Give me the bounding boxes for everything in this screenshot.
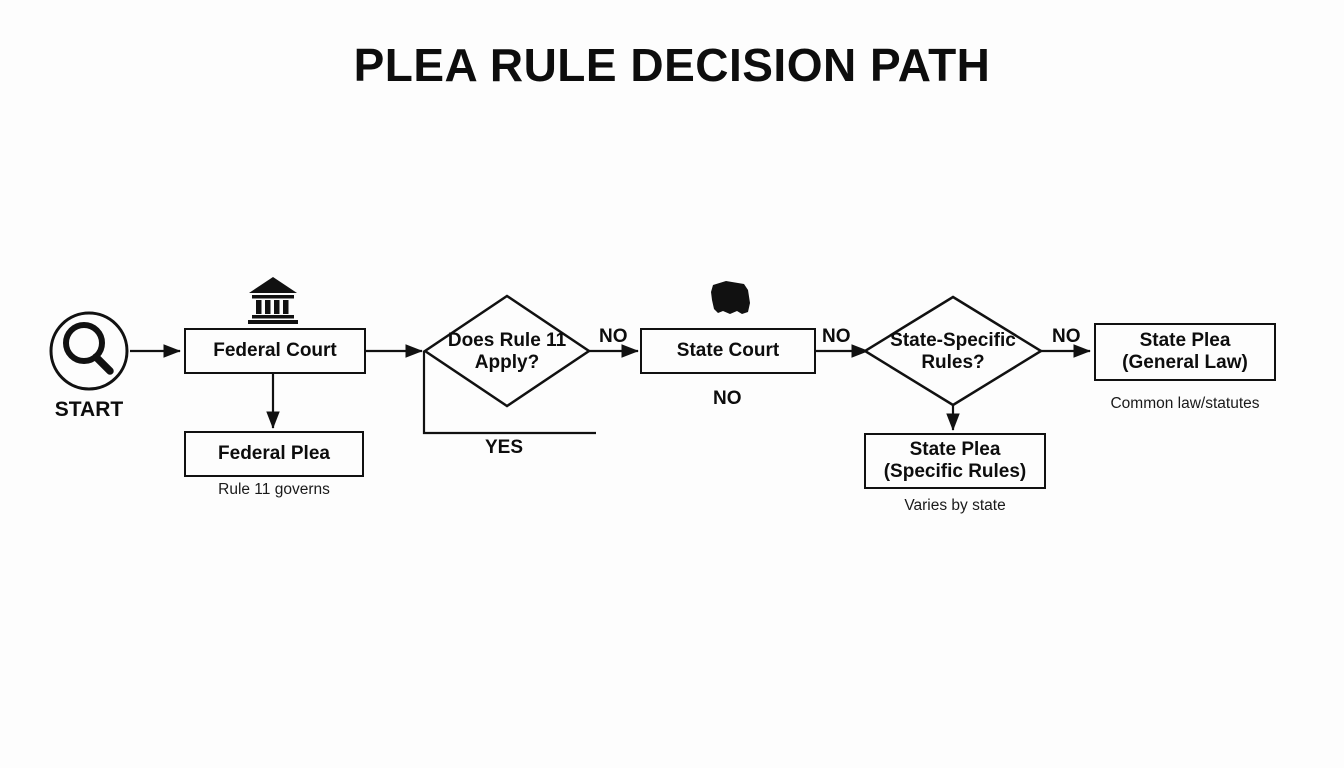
node-federal-court-label: Federal Court [213,339,337,361]
node-federal-court[interactable]: Federal Court [184,328,366,374]
rule11-decision-diamond [422,294,592,408]
edge-label-rule11-no: NO [599,326,628,347]
caption-state-plea-general: Common law/statutes [1110,395,1260,412]
node-state-plea-general-line1: State Plea [1139,329,1231,351]
start-label: START [54,398,124,421]
state-map-icon [711,281,750,314]
node-federal-plea[interactable]: Federal Plea [184,431,364,477]
state-rules-decision-diamond [862,295,1044,407]
edge-label-state-rules-no: NO [1052,326,1081,347]
node-federal-plea-label: Federal Plea [218,442,330,464]
caption-state-plea-specific: Varies by state [904,497,1006,514]
node-state-plea-specific-line2: (Specific Rules) [883,461,1027,482]
magnifier-icon [63,322,114,375]
page-title: PLEA RULE DECISION PATH [353,39,991,91]
caption-federal-plea: Rule 11 governs [218,481,330,498]
node-state-plea-general-line2: (General Law) [1122,352,1248,373]
edge-label-rule11-yes: YES [485,437,524,458]
courthouse-icon [248,277,298,324]
edge-label-state-court-to-rules-no: NO [822,326,851,347]
node-state-plea-specific[interactable]: State Plea (Specific Rules) [864,433,1046,489]
edge-rule11-yes-path [422,351,596,435]
node-state-plea-specific-line1: State Plea [909,438,1001,460]
node-state-plea-general[interactable]: State Plea (General Law) [1094,323,1276,381]
node-state-court[interactable]: State Court [640,328,816,374]
edge-label-state-court-no: NO [713,388,742,409]
node-state-court-label: State Court [676,339,780,361]
